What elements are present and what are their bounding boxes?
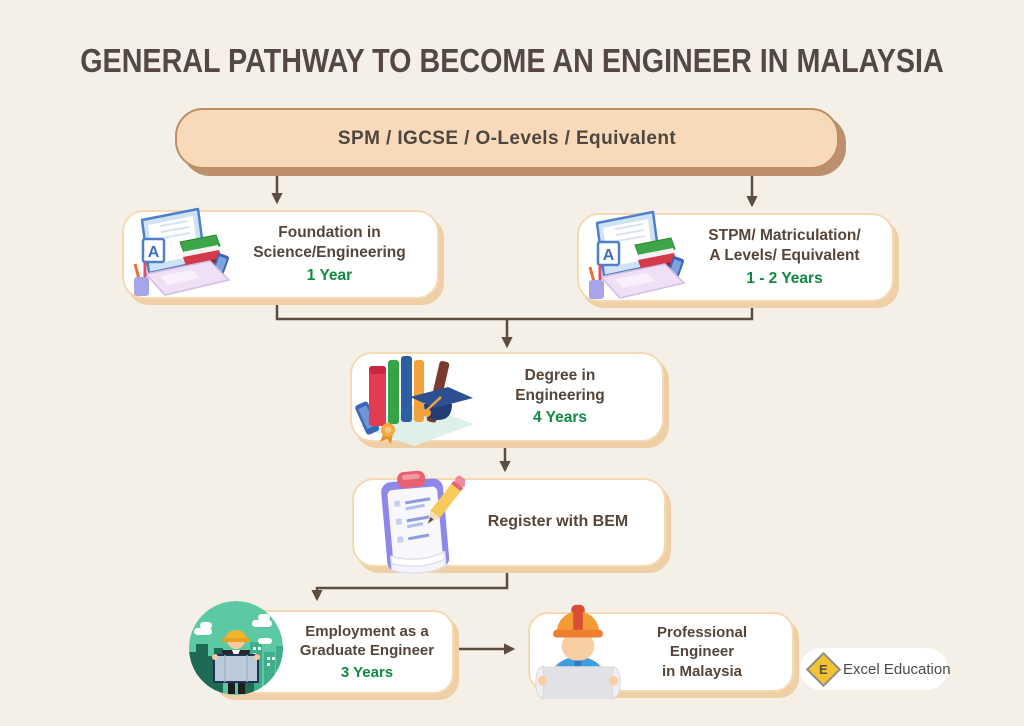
node-text-block: Foundation in Science/Engineering 1 Year: [230, 223, 429, 285]
node-label-line1: Professional Engineer: [656, 623, 748, 661]
node-degree: Degree in Engineering 4 Years: [350, 352, 664, 442]
node-text-block: Degree in Engineering 4 Years: [472, 366, 648, 428]
logo-diamond-icon: E: [805, 651, 841, 687]
excel-education-logo: E Excel Education: [800, 648, 951, 690]
logo-monogram: E: [818, 661, 828, 677]
logo-text: Excel Education: [843, 660, 951, 678]
node-label: SPM / IGCSE / O-Levels / Equivalent: [337, 127, 677, 149]
node-label-line1: Employment as a: [305, 622, 429, 640]
node-duration: 1 - 2 Years: [746, 269, 823, 287]
node-duration: 4 Years: [532, 409, 588, 427]
node-text-block: Professional Engineer in Malaysia: [626, 623, 778, 682]
node-label-line1: STPM/ Matriculation/: [708, 227, 861, 245]
node-text-block: Employment as a Graduate Engineer 3 Year…: [290, 622, 444, 683]
node-stpm-matriculation: STPM/ Matriculation/ A Levels/ Equivalen…: [577, 213, 894, 302]
node-label-line2: A Levels/ Equivalent: [709, 247, 860, 265]
node-label-line2: Engineering: [515, 386, 605, 404]
node-duration: 1 Year: [306, 266, 353, 284]
page-title: GENERAL PATHWAY TO BECOME AN ENGINEER IN…: [80, 42, 944, 79]
clipboard-pencil-icon: [370, 468, 465, 578]
graduate-engineer-icon: [188, 600, 284, 696]
construction-engineer-icon: [530, 593, 626, 703]
node-label: Register with BEM: [487, 513, 629, 531]
node-text-block: STPM/ Matriculation/ A Levels/ Equivalen…: [685, 226, 884, 288]
node-text-block: Register with BEM: [464, 512, 652, 533]
node-label-line1: Foundation in: [278, 224, 381, 242]
books-graduation-cap-icon: [354, 340, 476, 448]
study-desk-icon: [130, 204, 235, 304]
node-register-bem: Register with BEM: [352, 478, 666, 567]
node-label-line2: Graduate Engineer: [299, 642, 435, 660]
node-foundation: Foundation in Science/Engineering 1 Year: [122, 210, 439, 299]
node-spm-igcse-olevels: SPM / IGCSE / O-Levels / Equivalent: [175, 108, 839, 169]
study-desk-icon: [585, 207, 690, 307]
node-duration: 3 Years: [340, 663, 394, 681]
node-label-line2: in Malaysia: [661, 662, 743, 680]
node-label-line2: Science/Engineering: [253, 244, 406, 262]
node-label-line1: Degree in: [524, 366, 596, 384]
